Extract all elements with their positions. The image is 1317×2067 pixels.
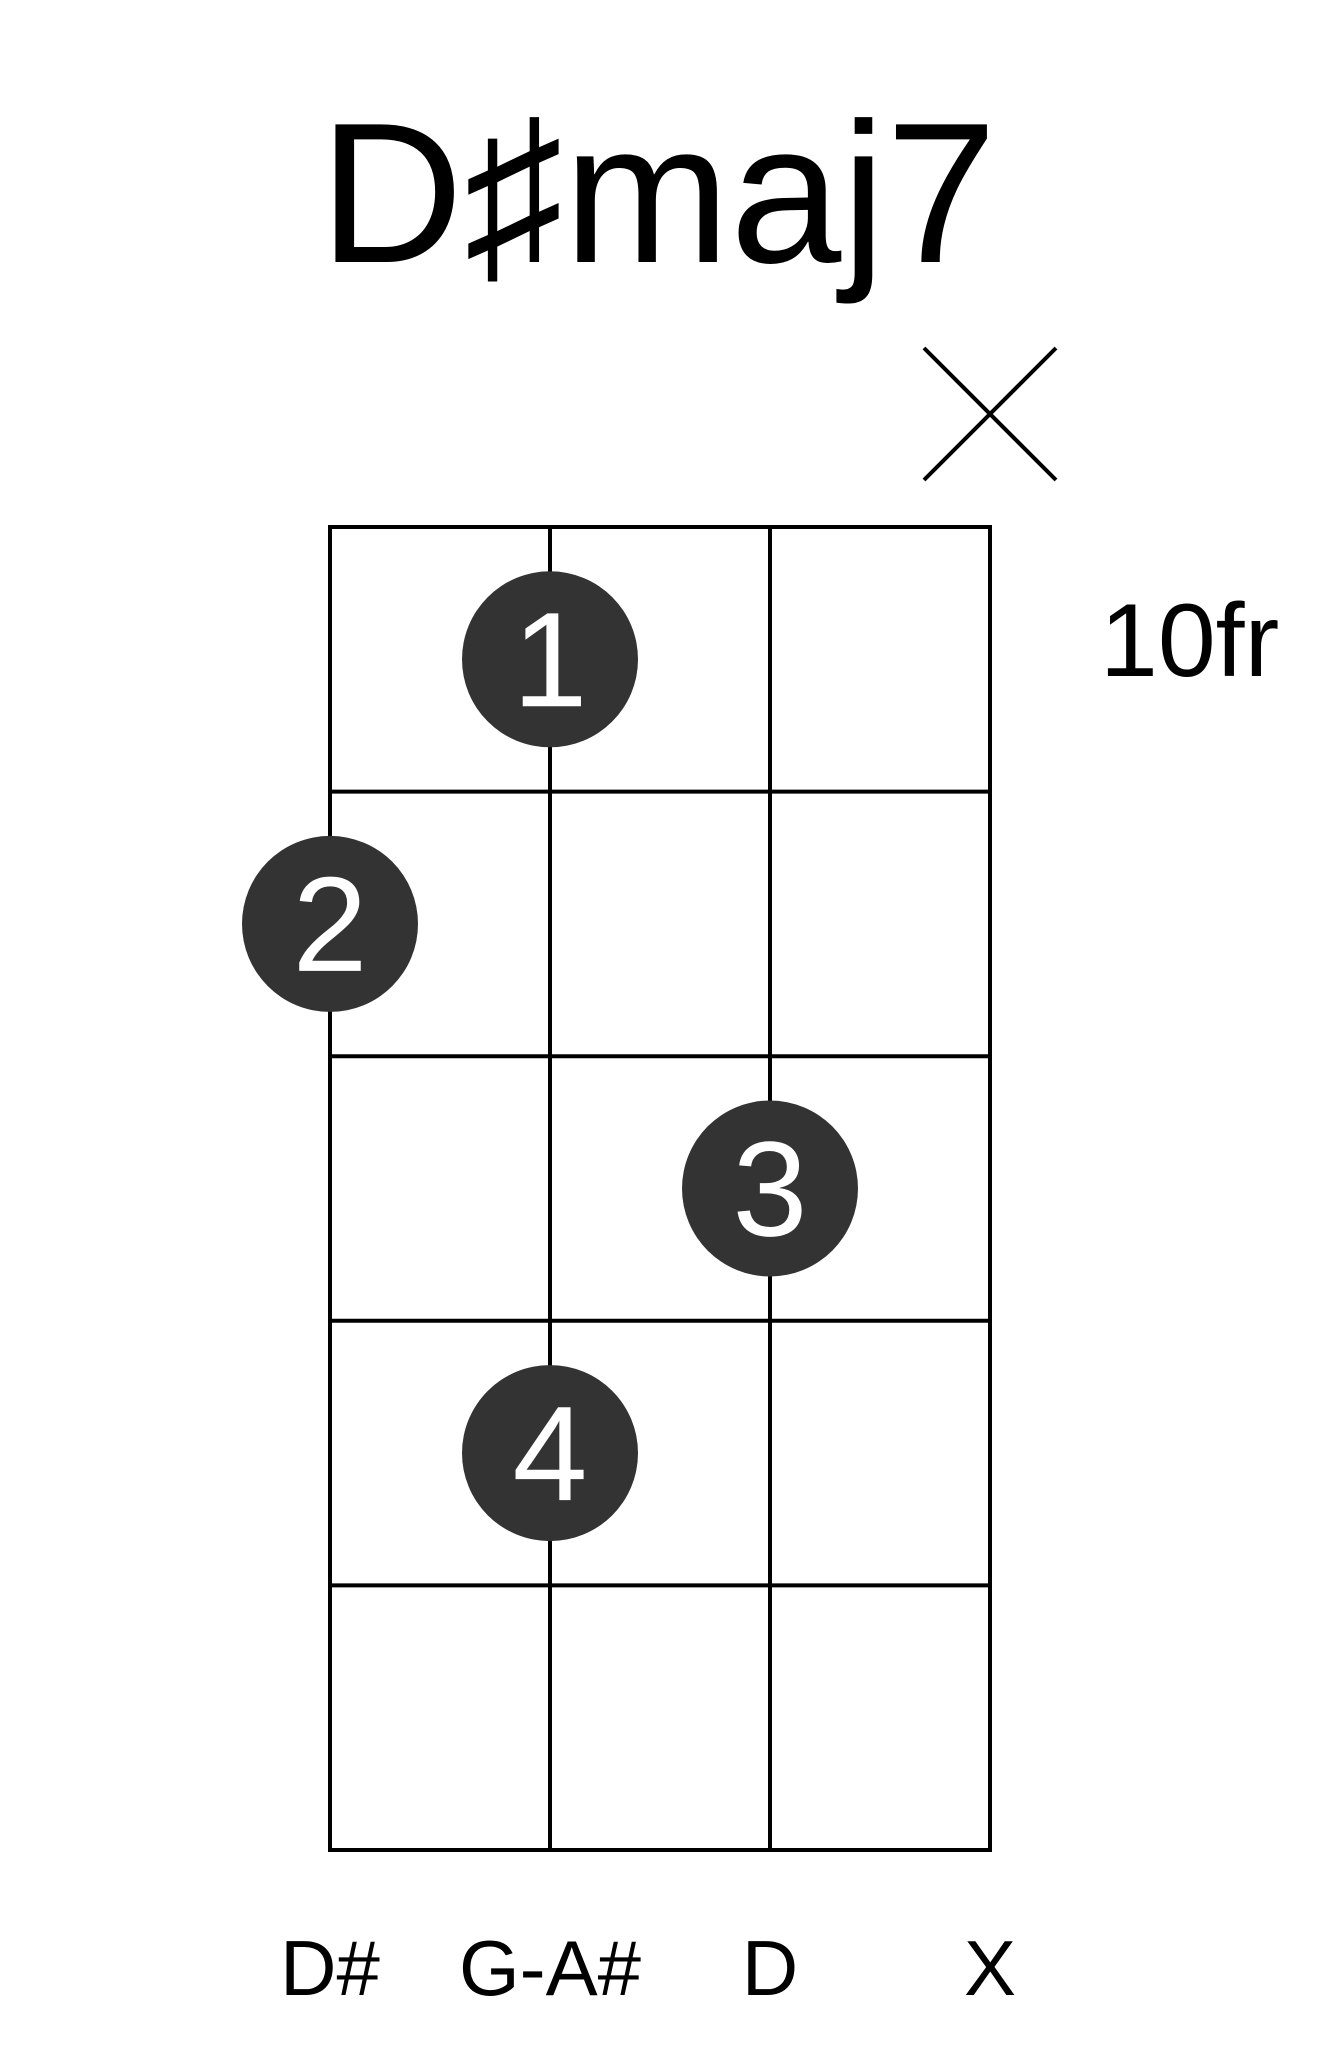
- chord-title: D♯maj7: [319, 82, 997, 305]
- finger-dot-4: 4: [462, 1365, 638, 1542]
- muted-markers: [922, 346, 1058, 482]
- finger-dot-circle: [462, 571, 638, 748]
- finger-dot-1: 1: [462, 571, 638, 748]
- string-note-label: D#: [280, 1924, 380, 2012]
- base-fret-label: 10fr: [1100, 583, 1279, 699]
- finger-dot-circle: [462, 1365, 638, 1542]
- string-note-label: X: [964, 1924, 1016, 2012]
- finger-dot-circle: [682, 1100, 858, 1277]
- finger-dot-3: 3: [682, 1100, 858, 1277]
- string-notes: D# G-A# D X: [280, 1924, 1016, 2012]
- finger-number: 4: [512, 1378, 587, 1529]
- finger-number: 1: [512, 584, 587, 735]
- string-note-label: D: [742, 1924, 798, 2012]
- finger-dots: 12 34: [242, 571, 858, 1542]
- string-note-label: G-A#: [459, 1924, 641, 2012]
- finger-dot-2: 2: [242, 835, 418, 1012]
- finger-number: 2: [292, 849, 367, 1000]
- fretboard-grid: [328, 525, 992, 1852]
- muted-string-marker-icon: [922, 346, 1058, 482]
- finger-dot-circle: [242, 835, 418, 1012]
- finger-number: 3: [732, 1114, 807, 1265]
